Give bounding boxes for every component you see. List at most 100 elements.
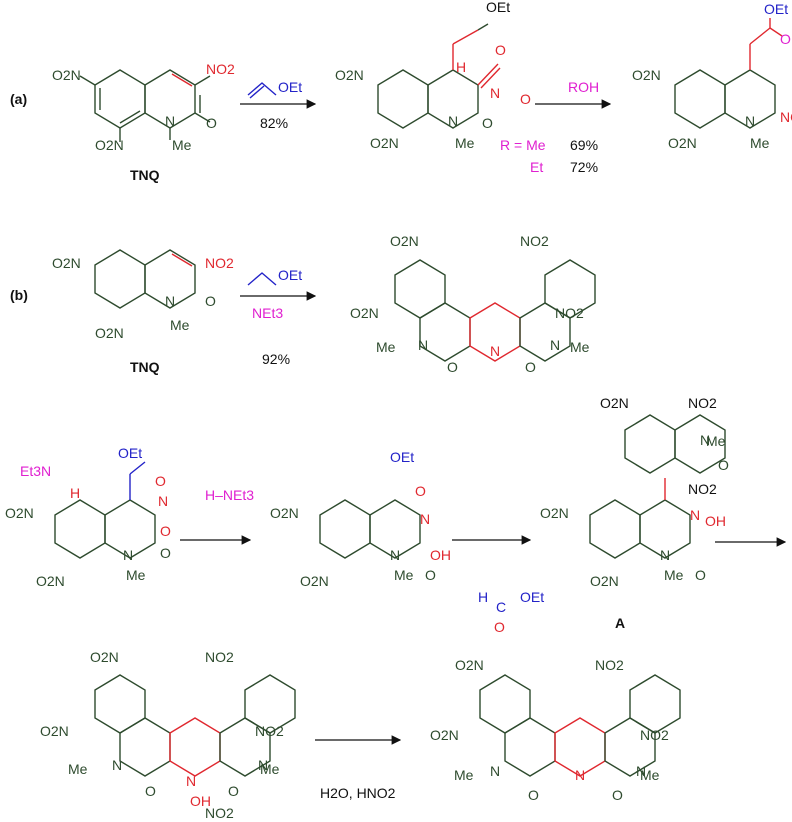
svg-text:OEt: OEt	[118, 445, 142, 461]
svg-text:Me: Me	[454, 767, 474, 783]
svg-text:NO2: NO2	[595, 657, 624, 673]
svg-text:NO2: NO2	[255, 723, 284, 739]
svg-text:OEt: OEt	[486, 0, 510, 15]
tnq-label-a: TNQ	[130, 167, 160, 183]
intermediate-a: O2N NO2 N Me O NO2 N OH O2N O2N N Me O	[540, 395, 729, 589]
svg-text:N: N	[490, 85, 500, 101]
svg-text:O: O	[228, 783, 239, 799]
svg-text:O2N: O2N	[632, 67, 661, 83]
svg-text:OH: OH	[190, 793, 211, 809]
svg-text:N: N	[258, 757, 268, 773]
svg-text:C: C	[496, 599, 506, 615]
yield-a: 82%	[260, 115, 288, 131]
svg-text:O: O	[494, 619, 505, 635]
acetal-product: OEt OR NO2 O2N O2N N Me	[632, 1, 792, 151]
svg-text:O2N: O2N	[370, 135, 399, 151]
r-me-yield: 69%	[570, 137, 598, 153]
svg-text:N: N	[490, 343, 500, 359]
svg-text:N: N	[165, 293, 175, 309]
svg-text:O: O	[495, 42, 506, 58]
svg-text:NO2: NO2	[555, 305, 584, 321]
mechanism-step-1: OEt Et3N H N O O H–NEt3 O2N O2N N Me O	[5, 445, 254, 589]
svg-text:H–NEt3: H–NEt3	[205, 487, 254, 503]
yield-b: 92%	[262, 351, 290, 367]
svg-text:Me: Me	[570, 339, 590, 355]
reagent-oet-a: OEt	[278, 79, 302, 95]
svg-text:O2N: O2N	[600, 395, 629, 411]
svg-text:N: N	[158, 493, 168, 509]
svg-text:O2N: O2N	[5, 505, 34, 521]
svg-text:O: O	[525, 359, 536, 375]
svg-text:O2N: O2N	[430, 727, 459, 743]
svg-text:H: H	[70, 485, 80, 501]
tetrahydro-adduct: O2N NO2 O2N NO2 N N Me Me N OH O O NO2	[40, 649, 296, 821]
svg-text:O: O	[528, 787, 539, 803]
net3-reagent: NEt3	[252, 305, 283, 321]
svg-text:O: O	[425, 567, 436, 583]
svg-text:O2N: O2N	[95, 137, 124, 153]
svg-text:O2N: O2N	[300, 573, 329, 589]
svg-text:O2N: O2N	[52, 67, 81, 83]
svg-text:Me: Me	[126, 567, 146, 583]
svg-text:N: N	[550, 337, 560, 353]
svg-text:NO2: NO2	[640, 727, 669, 743]
svg-text:N: N	[448, 113, 458, 129]
svg-text:O2N: O2N	[335, 67, 364, 83]
oxazine-intermediate: OEt O N O H O2N O2N N Me O	[335, 0, 531, 151]
svg-text:NO2: NO2	[205, 805, 234, 821]
svg-text:N: N	[636, 763, 646, 779]
svg-text:Me: Me	[455, 135, 475, 151]
svg-text:O2N: O2N	[40, 723, 69, 739]
svg-text:O: O	[718, 457, 729, 473]
svg-text:Me: Me	[376, 339, 396, 355]
panel-a-label: (a)	[10, 91, 27, 107]
svg-text:O: O	[520, 91, 531, 107]
svg-text:Me: Me	[664, 567, 684, 583]
mechanism-step-2: OEt O N OH O2N O2N N Me O	[270, 449, 451, 589]
svg-text:N: N	[575, 767, 585, 783]
byproducts-label: H2O, HNO2	[320, 785, 396, 801]
svg-text:O2N: O2N	[540, 505, 569, 521]
pentacyclic-product-b: O2N NO2 O2N NO2 N N N Me Me O O	[350, 233, 596, 375]
svg-text:N: N	[420, 511, 430, 527]
tnq-label-b: TNQ	[130, 359, 160, 375]
svg-text:O: O	[160, 545, 171, 561]
svg-text:Me: Me	[172, 137, 192, 153]
svg-text:O2N: O2N	[590, 573, 619, 589]
reagent-oet-b: OEt	[278, 267, 302, 283]
tnq-structure-b: O2N NO2 O N Me O2N	[52, 249, 234, 341]
svg-text:Me: Me	[68, 761, 88, 777]
svg-text:Me: Me	[170, 317, 190, 333]
svg-text:N: N	[165, 113, 175, 129]
svg-text:N: N	[418, 337, 428, 353]
roh-reagent: ROH	[568, 79, 599, 95]
svg-text:NO2: NO2	[688, 395, 717, 411]
svg-text:N: N	[690, 507, 700, 523]
final-product: O2N NO2 O2N NO2 N N N Me Me O O	[430, 657, 681, 803]
svg-text:O2N: O2N	[390, 233, 419, 249]
svg-text:NO2: NO2	[205, 255, 234, 271]
svg-text:O2N: O2N	[455, 657, 484, 673]
svg-text:N: N	[745, 113, 755, 129]
svg-text:Me: Me	[640, 767, 660, 783]
r-et-label: Et	[530, 159, 543, 175]
svg-text:OH: OH	[705, 513, 726, 529]
tnq-structure-a: O2N NO2 O N Me O2N	[52, 61, 235, 153]
svg-text:OEt: OEt	[764, 1, 788, 17]
svg-text:O: O	[695, 567, 706, 583]
svg-text:NO2: NO2	[205, 649, 234, 665]
svg-text:O: O	[155, 473, 166, 489]
svg-text:O2N: O2N	[270, 505, 299, 521]
svg-text:Me: Me	[394, 567, 414, 583]
svg-text:NO2: NO2	[520, 233, 549, 249]
svg-text:O2N: O2N	[668, 135, 697, 151]
svg-text:NO2: NO2	[688, 481, 717, 497]
svg-text:N: N	[123, 547, 133, 563]
svg-text:N: N	[700, 432, 710, 448]
svg-text:NO2: NO2	[206, 61, 235, 77]
svg-text:O2N: O2N	[90, 649, 119, 665]
panel-b-label: (b)	[10, 287, 28, 303]
svg-text:H: H	[478, 589, 488, 605]
svg-text:O: O	[612, 787, 623, 803]
intermediate-a-label: A	[615, 615, 625, 631]
